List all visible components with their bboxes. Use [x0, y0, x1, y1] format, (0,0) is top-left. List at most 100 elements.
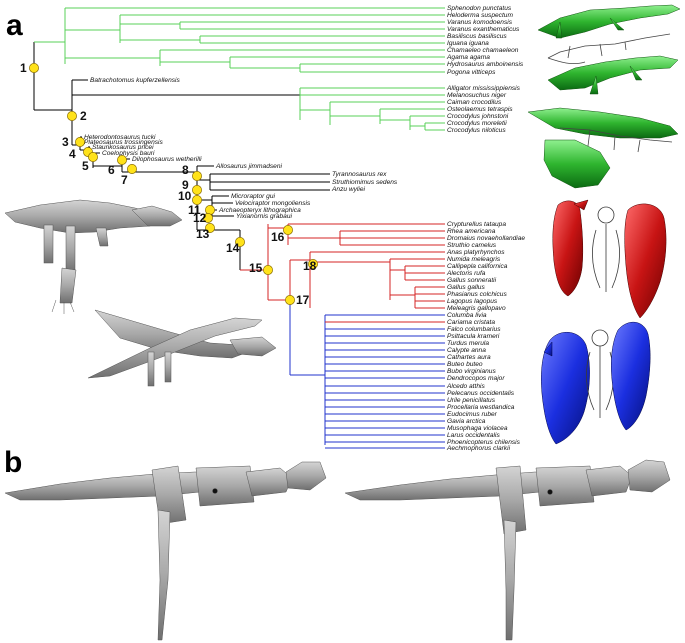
taxon-label: Velociraptor mongoliensis — [235, 200, 311, 207]
taxon-label: Tyrannosaurus rex — [332, 171, 387, 178]
skeleton-model-b-right — [344, 459, 671, 641]
neognath-skeleton — [586, 329, 614, 418]
taxon-label: Varanus exanthematicus — [447, 26, 520, 33]
node-marker — [192, 195, 202, 205]
taxon-label: Rhea americana — [447, 228, 496, 235]
taxon-label: Alcedo atthis — [446, 383, 485, 390]
panel-label-b: b — [4, 446, 22, 479]
taxon-label: Batrachotomus kupferzellensis — [90, 77, 180, 84]
node-marker — [283, 225, 293, 235]
tree-branches — [33, 7, 445, 449]
node-number: 2 — [80, 109, 87, 123]
node-marker — [29, 63, 39, 73]
taxon-label: Lagopus lagopus — [447, 298, 498, 305]
node-number: 5 — [82, 159, 89, 173]
taxon-label: Aechmophorus clarkii — [446, 445, 511, 452]
taxon-label: Musophaga violacea — [447, 425, 508, 432]
taxon-label: Crypturellus tataupa — [447, 221, 506, 228]
taxon-label: Plateosaurus trossingensis — [84, 139, 164, 146]
node-number: 17 — [296, 293, 310, 307]
node-marker — [308, 259, 318, 269]
taxon-label: Heterodontosaurus tucki — [84, 134, 156, 141]
neognath-model-blue-right — [611, 322, 651, 431]
crocodile-model-green — [527, 107, 679, 189]
taxon-label: Struthiomimus sedens — [332, 179, 398, 186]
taxon-label: Sphenodon punctatus — [447, 5, 512, 12]
node-number: 12 — [193, 211, 207, 225]
node-number: 3 — [62, 135, 69, 149]
node-number: 7 — [121, 173, 128, 187]
node-marker — [192, 185, 202, 195]
taxon-label: Allosaurus jimmadseni — [215, 163, 282, 170]
taxon-label: Cathartes aura — [447, 354, 491, 361]
node-number: 11 — [188, 203, 201, 217]
node-number: 10 — [178, 189, 192, 203]
palaeognath-skeleton — [592, 206, 620, 292]
node-number: 13 — [196, 227, 210, 241]
taxon-label: Archaeopteryx lithographica — [218, 207, 301, 214]
taxon-label: Meleagris gallopavo — [447, 305, 506, 312]
taxon-label: Gallus gallus — [447, 284, 485, 291]
taxon-label: Callipepla californica — [447, 263, 508, 270]
taxon-label: Phasianus colchicus — [447, 291, 507, 298]
taxon-label: Melanosuchus niger — [447, 92, 507, 99]
taxon-label: Calypte anna — [447, 347, 486, 354]
taxon-label: Columba livia — [447, 312, 487, 319]
winged-model-left — [87, 309, 277, 387]
taxon-label: Alectoris rufa — [446, 270, 486, 277]
taxon-label: Cariama cristata — [447, 319, 495, 326]
taxon-label: Iguana iguana — [447, 40, 489, 47]
node-number: 18 — [303, 259, 317, 273]
taxon-label: Caiman crocodilus — [447, 99, 502, 106]
node-marker — [192, 171, 202, 181]
node-number: 6 — [108, 163, 115, 177]
node-marker — [88, 152, 98, 162]
node-marker — [67, 111, 77, 121]
node-number: 14 — [226, 241, 240, 255]
taxon-label: Osteolaemus tetraspis — [447, 106, 513, 113]
node-number: 9 — [182, 178, 189, 192]
taxon-label: Yixianornis grabaui — [236, 213, 292, 220]
taxon-label: Dilophosaurus wetherilli — [132, 156, 202, 163]
taxon-label: Larus occidentalis — [447, 432, 500, 439]
node-marker — [127, 164, 137, 174]
taxon-label: Microraptor gui — [231, 193, 276, 200]
node-marker — [235, 237, 245, 247]
palaeognath-model-red-right — [624, 203, 667, 319]
taxon-label: Heloderma suspectum — [447, 12, 513, 19]
taxon-label: Anas platyrhynchos — [446, 249, 505, 256]
taxon-label: Gallus sonneratii — [447, 277, 497, 284]
taxon-label: Urile penicillatus — [447, 397, 496, 404]
taxon-label: Coelophysis bauri — [102, 150, 155, 157]
taxon-label: Agama agama — [446, 54, 490, 61]
taxon-label: Procellaria westlandica — [447, 404, 515, 411]
taxon-label: Dendrocopos major — [447, 375, 505, 382]
node-number: 4 — [69, 147, 76, 161]
node-marker — [117, 155, 127, 165]
taxon-label: Anzu wyliei — [331, 186, 366, 193]
taxon-label: Chamaeleo chamaeleon — [447, 47, 519, 54]
taxon-label: Staurikosaurus pricei — [92, 144, 154, 151]
node-number: 15 — [249, 261, 263, 275]
taxon-label: Crocodylus niloticus — [447, 127, 506, 134]
node-marker — [263, 265, 273, 275]
taxon-label: Psittacula krameri — [447, 333, 500, 340]
taxon-label: Dromaius novaehollandiae — [447, 235, 525, 242]
skeleton-model-b-left — [4, 461, 327, 641]
lizard-skeleton-middle — [547, 33, 671, 65]
taxon-label: Basiliscus basiliscus — [447, 33, 507, 40]
panel-label-a: a — [6, 9, 23, 42]
taxon-label: Numida meleagris — [447, 256, 501, 263]
node-marker — [285, 295, 295, 305]
taxon-label: Alligator mississippiensis — [446, 85, 521, 92]
taxon-label: Crocodylus moreletii — [447, 120, 507, 127]
node-number: 1 — [20, 61, 27, 75]
taxon-label: Varanus komodoensis — [447, 19, 513, 26]
node-number: 8 — [182, 163, 189, 177]
crocodile-skeleton — [559, 127, 673, 153]
taxon-label: Pelecanus occidentalis — [447, 390, 515, 397]
taxon-label: Falco columbarius — [447, 326, 501, 333]
